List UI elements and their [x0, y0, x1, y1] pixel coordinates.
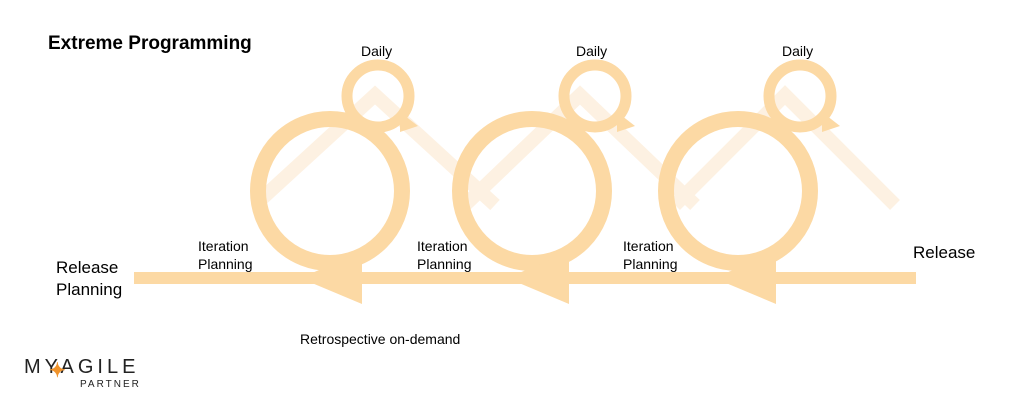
iteration-arrowhead	[300, 252, 362, 304]
iteration-loop	[658, 111, 818, 271]
iteration-loop	[250, 111, 410, 271]
daily-loop	[558, 59, 632, 133]
daily-label-2: Daily	[576, 43, 608, 59]
daily-label-3: Daily	[782, 43, 814, 59]
watermark-background	[250, 85, 900, 211]
iteration-cycle-1	[250, 59, 418, 304]
daily-arrowhead	[617, 112, 635, 132]
daily-label-1: Daily	[361, 43, 393, 59]
logo-subtitle: PARTNER	[80, 379, 141, 390]
page-title: Extreme Programming	[48, 33, 252, 54]
daily-arrowhead	[822, 112, 840, 132]
logo-wordmark: MYAGILE	[24, 356, 140, 378]
iteration-cycle-2	[452, 59, 635, 304]
release-label: Release	[913, 243, 976, 262]
iteration-arrowhead	[714, 252, 776, 304]
iteration-arrowhead	[507, 252, 569, 304]
kangaroo-icon: ✦	[49, 360, 66, 382]
iteration-cycle-3	[658, 59, 840, 304]
daily-arrowhead	[400, 112, 418, 132]
company-logo: MYAGILE ✦ PARTNER	[24, 356, 152, 396]
daily-loop	[763, 59, 837, 133]
iteration-loop	[452, 111, 612, 271]
daily-loop	[341, 59, 415, 133]
retrospective-label: Retrospective on-demand	[300, 331, 461, 347]
